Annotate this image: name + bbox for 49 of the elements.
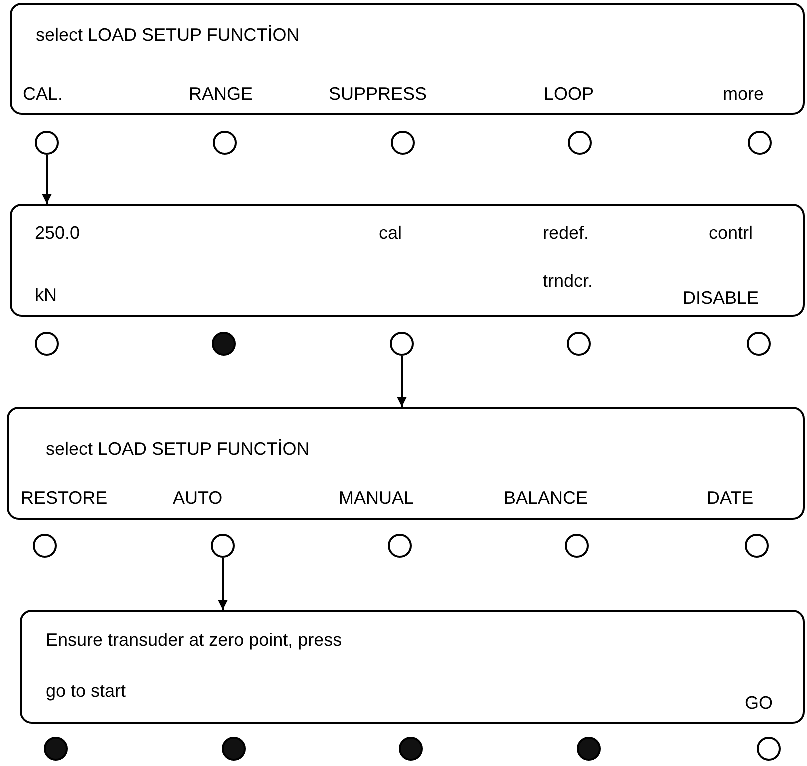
display-text: CAL. <box>23 83 64 105</box>
button <box>565 534 589 558</box>
button <box>390 332 414 356</box>
display-text: select LOAD SETUP FUNCTİON <box>36 24 300 46</box>
display-text: DISABLE <box>683 287 760 309</box>
button <box>568 131 592 155</box>
display-text: contrl <box>709 222 754 244</box>
pressed-button <box>399 737 423 761</box>
display-text: select LOAD SETUP FUNCTİON <box>46 438 310 460</box>
button <box>567 332 591 356</box>
display-text: MANUAL <box>339 487 414 509</box>
display-text: BALANCE <box>504 487 588 509</box>
button <box>757 737 781 761</box>
button <box>391 131 415 155</box>
button <box>35 332 59 356</box>
display-text: 250.0 <box>35 222 80 244</box>
button <box>388 534 412 558</box>
button <box>33 534 57 558</box>
display-text: SUPPRESS <box>329 83 428 105</box>
button <box>213 131 237 155</box>
display-text: trndcr. <box>543 270 594 292</box>
display-text: GO <box>745 692 774 714</box>
display-text: DATE <box>707 487 754 509</box>
display-panel <box>10 204 805 317</box>
pressed-button <box>212 332 236 356</box>
display-text: LOOP <box>544 83 594 105</box>
display-text: kN <box>35 284 57 306</box>
arrow <box>42 155 52 204</box>
display-panel <box>7 407 805 520</box>
button <box>745 534 769 558</box>
button <box>35 131 59 155</box>
button <box>748 131 772 155</box>
pressed-button <box>577 737 601 761</box>
display-text: go to start <box>46 680 126 702</box>
display-text: RANGE <box>189 83 254 105</box>
button <box>211 534 235 558</box>
arrow <box>397 356 407 407</box>
pressed-button <box>44 737 68 761</box>
display-text: cal <box>379 222 402 244</box>
display-text: RESTORE <box>21 487 108 509</box>
display-panel <box>20 610 805 724</box>
display-text: redef. <box>543 222 590 244</box>
display-text: more <box>723 83 764 105</box>
display-text: Ensure transuder at zero point, press <box>46 629 342 651</box>
pressed-button <box>222 737 246 761</box>
display-text: AUTO <box>173 487 223 509</box>
display-panel <box>10 3 805 115</box>
button <box>747 332 771 356</box>
arrow <box>218 558 228 610</box>
